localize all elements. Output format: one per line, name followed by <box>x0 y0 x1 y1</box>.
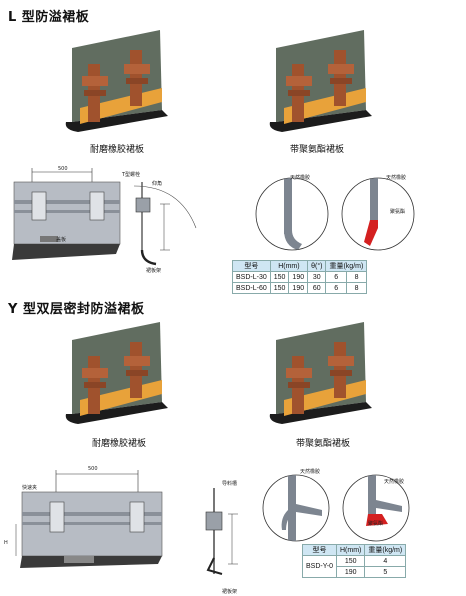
th-weight: 重量(kg/m) <box>325 260 368 272</box>
label-y-pu: 聚氨酯 <box>368 521 384 527</box>
table-row: BSD-Y-0 150 4 <box>302 555 407 578</box>
label-l-clamp: T型螺栓 <box>122 172 141 178</box>
label-y-rubber-1: 天然橡胶 <box>300 469 321 475</box>
cell-h1: 150 <box>269 271 290 283</box>
spec-table-y: 型号 H(mm) 重量(kg/m) BSD-Y-0 150 4 190 5 <box>302 544 407 578</box>
detail-l-rubber <box>254 170 332 254</box>
photo-y-rubber <box>58 318 178 430</box>
cell-h: 150 <box>335 555 366 567</box>
label-l-rubber-1: 天然橡胶 <box>290 175 311 181</box>
label-l-rubber-2: 天然橡胶 <box>386 175 407 181</box>
cell-h2: 190 <box>288 282 309 294</box>
photo-l-pu <box>262 26 382 138</box>
label-l-angle: 仰角 <box>152 181 163 187</box>
photo-l-rubber <box>58 26 178 138</box>
dim-y-500: 500 <box>88 466 98 472</box>
table-row: BSD-L-60 150 190 60 6 8 <box>232 282 368 294</box>
cell-h1: 150 <box>269 282 290 294</box>
dim-l-500: 500 <box>58 166 68 172</box>
caption-y-rubber: 耐磨橡胶裙板 <box>92 439 147 449</box>
cell-model: BSD-Y-0 <box>302 555 337 578</box>
th-weight: 重量(kg/m) <box>364 544 407 556</box>
cell-model: BSD-L-60 <box>232 282 271 294</box>
th-h: H(mm) <box>335 544 366 556</box>
cell-h: 190 <box>335 566 366 578</box>
drawing-l-front <box>6 166 126 266</box>
cell-theta: 30 <box>307 271 327 283</box>
label-l-pu: 聚氨酯 <box>390 209 406 215</box>
section-y-title: Y 型双层密封防溢裙板 <box>8 302 145 317</box>
cell-theta: 60 <box>307 282 327 294</box>
cell-w2: 8 <box>345 271 368 283</box>
cell-weight: 5 <box>364 566 407 578</box>
cell-model: BSD-L-30 <box>232 271 271 283</box>
caption-y-pu: 带聚氨酯裙板 <box>296 439 351 449</box>
caption-l-pu: 带聚氨酯裙板 <box>290 145 345 155</box>
spec-table-l-header: 型号 H(mm) θ(°) 重量(kg/m) <box>232 260 368 272</box>
cell-w1: 6 <box>325 282 347 294</box>
cell-h2: 190 <box>288 271 309 283</box>
th-theta: θ(°) <box>307 260 327 272</box>
drawing-y-side <box>172 474 252 584</box>
detail-y-pu <box>340 470 414 546</box>
section-l-title: L 型防溢裙板 <box>8 10 90 25</box>
th-model: 型号 <box>232 260 271 272</box>
label-l-frame: 裙板架 <box>146 268 162 274</box>
spec-table-y-header: 型号 H(mm) 重量(kg/m) <box>302 544 407 556</box>
caption-l-rubber: 耐磨橡胶裙板 <box>90 145 145 155</box>
label-y-frame: 裙板架 <box>222 589 238 595</box>
th-model: 型号 <box>302 544 337 556</box>
label-y-rubber-2: 天然橡胶 <box>384 479 405 485</box>
drawing-l-side <box>120 170 212 270</box>
photo-y-pu <box>262 318 382 430</box>
label-y-clamp: 快速夹 <box>22 485 38 491</box>
label-l-plate: 盖板 <box>56 237 67 243</box>
spec-table-l: 型号 H(mm) θ(°) 重量(kg/m) BSD-L-30 150 190 … <box>232 260 368 294</box>
table-row: BSD-L-30 150 190 30 6 8 <box>232 271 368 283</box>
th-h: H(mm) <box>269 260 309 272</box>
detail-y-rubber <box>260 470 334 546</box>
detail-l-pu <box>340 170 418 254</box>
cell-weight: 4 <box>364 555 407 567</box>
cell-w1: 6 <box>325 271 347 283</box>
label-y-chute: 导料槽 <box>222 481 238 487</box>
table-row: 190 5 <box>303 566 407 578</box>
drawing-y-front <box>6 462 166 572</box>
cell-w2: 8 <box>345 282 368 294</box>
dim-y-h: H <box>4 540 8 546</box>
